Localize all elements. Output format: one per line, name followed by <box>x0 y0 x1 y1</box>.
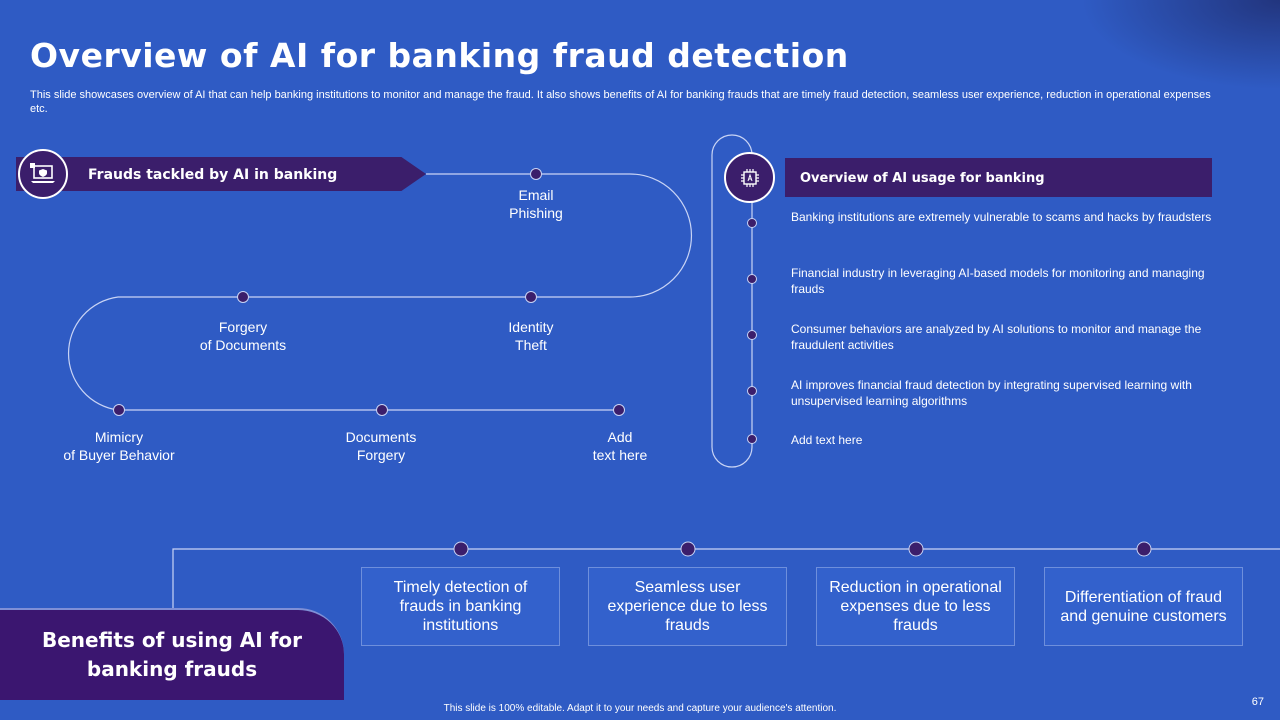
fraud-path <box>68 173 693 411</box>
overview-dot-4 <box>747 386 757 396</box>
overview-item-4: AI improves financial fraud detection by… <box>791 378 1192 408</box>
ai-chip-icon <box>740 168 759 187</box>
footer-note: This slide is 100% editable. Adapt it to… <box>443 703 837 714</box>
overview-item-3: Consumer behaviors are analyzed by AI so… <box>791 322 1202 352</box>
benefit-dot-3 <box>908 541 924 557</box>
overview-icon-badge <box>724 152 775 203</box>
frauds-banner <box>16 157 426 191</box>
overview-dot-3 <box>747 330 757 340</box>
benefit-dot-4 <box>1136 541 1152 557</box>
benefit-box-3: Reduction in operational expenses due to… <box>816 567 1015 646</box>
benefit-dot-2 <box>680 541 696 557</box>
node-dot-forgery-documents <box>237 291 249 303</box>
benefit-dot-1 <box>453 541 469 557</box>
overview-dot-2 <box>747 274 757 284</box>
overview-dot-5 <box>747 434 757 444</box>
overview-banner <box>785 158 1212 197</box>
node-dot-email-phishing <box>530 168 542 180</box>
frauds-heading: Frauds tackled by AI in banking <box>88 167 338 183</box>
benefits-banner: Benefits of using AI for banking frauds <box>0 608 344 700</box>
frauds-icon-badge <box>18 149 68 199</box>
overview-rail <box>711 134 753 468</box>
node-dot-mimicry <box>113 404 125 416</box>
corner-glow <box>1080 0 1280 90</box>
benefits-heading: Benefits of using AI for banking frauds <box>42 628 302 681</box>
page-title: Overview of AI for banking fraud detecti… <box>30 36 849 75</box>
overview-heading: Overview of AI usage for banking <box>800 171 1045 186</box>
page-number: 67 <box>1251 696 1264 708</box>
overview-item-5: Add text here <box>791 433 863 447</box>
overview-dot-1 <box>747 218 757 228</box>
node-dot-add-text <box>613 404 625 416</box>
node-dot-identity-theft <box>525 291 537 303</box>
node-dot-documents-forgery <box>376 404 388 416</box>
computer-shield-icon <box>30 163 55 183</box>
benefit-box-2: Seamless user experience due to less fra… <box>588 567 787 646</box>
page-subtitle: This slide showcases overview of AI that… <box>30 89 1211 115</box>
benefit-box-4: Differentiation of fraud and genuine cus… <box>1044 567 1243 646</box>
overview-item-2: Financial industry in leveraging AI-base… <box>791 266 1205 296</box>
overview-item-1: Banking institutions are extremely vulne… <box>791 210 1212 224</box>
benefit-box-1: Timely detection of frauds in banking in… <box>361 567 560 646</box>
